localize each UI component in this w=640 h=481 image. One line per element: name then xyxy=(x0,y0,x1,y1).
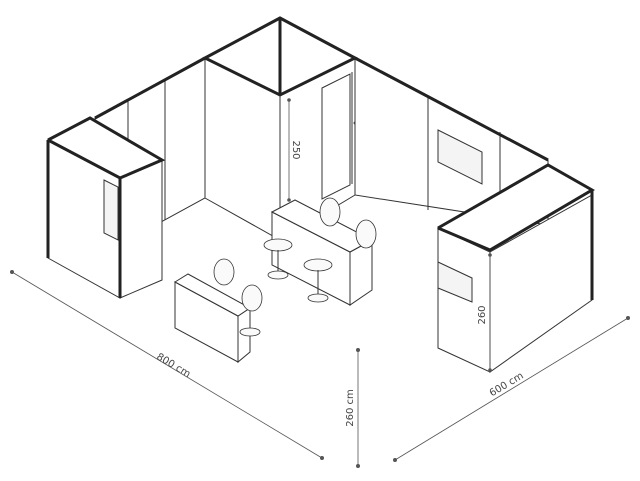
height-dimension: 260 cm xyxy=(345,348,360,468)
inner-height-right: 260 xyxy=(477,253,492,372)
top-frame xyxy=(94,56,549,162)
right-counter xyxy=(436,163,595,373)
back-wall-right xyxy=(354,57,549,226)
inner-height-left-label: 250 xyxy=(290,140,301,159)
inner-height-right-label: 260 xyxy=(477,305,488,324)
bar-table xyxy=(270,199,374,306)
left-counter xyxy=(46,116,166,299)
width-dimension: 800 cm xyxy=(10,270,324,460)
shelf xyxy=(103,179,119,241)
width-label: 800 cm xyxy=(154,351,192,380)
depth-label: 600 cm xyxy=(488,370,526,399)
right-screen xyxy=(437,261,473,303)
tv-screen xyxy=(437,129,483,185)
inner-height-left: 250 xyxy=(287,98,301,202)
height-label: 260 cm xyxy=(345,389,356,427)
low-desk xyxy=(173,273,251,364)
door xyxy=(321,72,357,200)
stools xyxy=(213,197,377,337)
corner-column xyxy=(201,16,359,241)
